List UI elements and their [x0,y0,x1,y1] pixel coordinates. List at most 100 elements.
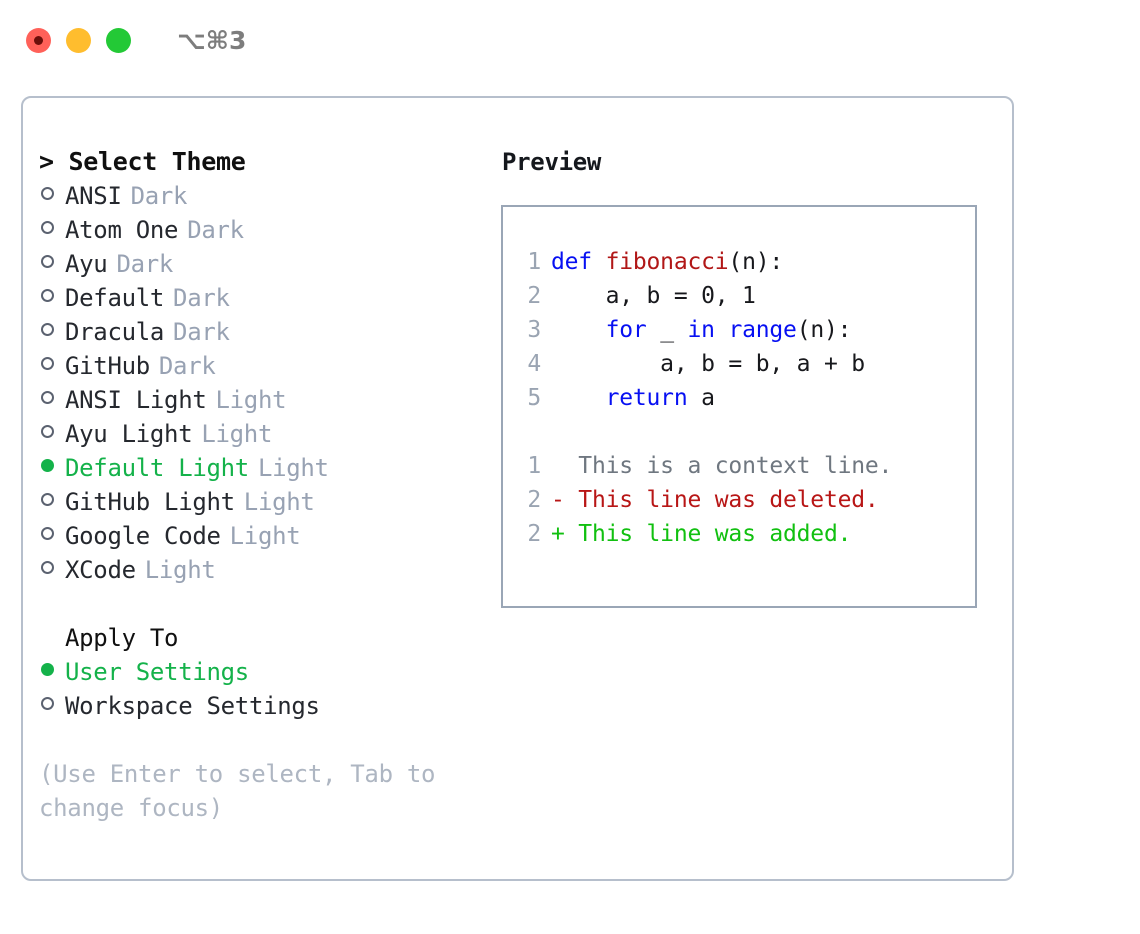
theme-option-label: Google Code [65,522,221,550]
diff-line: 1 This is a context line. [515,449,975,483]
close-button[interactable] [26,27,51,53]
theme-variant-tag: Light [257,454,329,482]
code-token: fibonacci [605,249,729,275]
radio-dot [41,425,54,438]
line-number: 5 [527,385,541,411]
radio-dot [41,459,54,472]
theme-variant-tag: Dark [187,216,244,244]
code-token [715,317,729,343]
apply-to-option[interactable]: Workspace Settings [39,689,501,723]
code-token: def [551,249,606,275]
theme-variant-tag: Dark [173,284,230,312]
theme-option-label: Default [65,284,165,312]
code-diff-gap [515,415,975,449]
theme-option[interactable]: Dracula Dark [39,315,501,349]
theme-option[interactable]: Ayu Light Light [39,417,501,451]
theme-option[interactable]: ANSI Light Light [39,383,501,417]
theme-option[interactable]: Default Dark [39,281,501,315]
theme-option[interactable]: Atom One Dark [39,213,501,247]
diff-marker: + [551,521,579,547]
theme-option-label: Default Light [65,454,249,482]
radio-dot [41,255,54,268]
theme-option-label: Dracula [65,318,165,346]
theme-option-label: Ayu Light [65,420,193,448]
theme-option-label: XCode [65,556,136,584]
radio-dot [41,357,54,370]
code-token: (n): [796,317,852,343]
keyboard-hint: (Use Enter to select, Tab to change focus… [39,757,449,825]
hint-line: change focus) [39,794,223,822]
theme-variant-tag: Light [243,488,315,516]
radio-dot [41,391,54,404]
window-controls [26,27,131,53]
code-token [551,317,606,343]
hint-line: (Use Enter to select, Tab to [39,760,436,788]
apply-to-option[interactable]: User Settings [39,655,501,689]
theme-option-label: ANSI [65,182,122,210]
keyboard-shortcut-label: ⌥⌘3 [177,25,247,55]
page-title: > Select Theme [39,147,246,176]
hint-gap [39,723,501,757]
theme-option[interactable]: Ayu Dark [39,247,501,281]
theme-variant-tag: Dark [173,318,230,346]
apply-to-option-label: User Settings [65,658,249,686]
line-number: 2 [527,283,541,309]
code-line: 1 def fibonacci(n): [515,245,975,279]
theme-option[interactable]: XCode Light [39,553,501,587]
line-number: 1 [527,249,541,275]
radio-dot [41,697,54,710]
diff-marker [551,453,578,479]
diff-sample: 1 This is a context line.2- This line wa… [515,449,975,551]
diff-line: 2- This line was deleted. [515,483,975,517]
diff-text: This line was deleted. [578,487,879,513]
code-token: a, b = b, a + b [551,351,865,377]
theme-variant-tag: Dark [116,250,174,278]
code-token: return [605,385,688,411]
theme-option-label: Ayu [65,250,108,278]
radio-dot [41,187,54,200]
theme-option-label: Atom One [65,216,179,244]
code-token: a [687,385,715,411]
theme-option-label: GitHub Light [65,488,235,516]
radio-dot [41,493,54,506]
code-token: (n): [728,249,784,275]
theme-option[interactable]: Default Light Light [39,451,501,485]
list-gap [39,587,501,621]
radio-dot [41,323,54,336]
theme-option[interactable]: GitHub Light Light [39,485,501,519]
code-token: for [605,317,647,343]
theme-variant-tag: Light [215,386,287,414]
radio-dot [41,527,54,540]
apply-to-heading: Apply To [65,624,179,652]
theme-variant-tag: Light [201,420,273,448]
theme-option-label: ANSI Light [65,386,207,414]
code-token: in [687,317,715,343]
code-token: a, b = 0, 1 [551,283,756,309]
diff-line: 2+ This line was added. [515,517,975,551]
code-token [551,385,606,411]
maximize-button[interactable] [106,27,131,53]
apply-to-option-label: Workspace Settings [65,692,320,720]
code-token: range [728,317,797,343]
code-line: 4 a, b = b, a + b [515,347,975,381]
radio-dot [41,289,54,302]
diff-text: This line was added. [578,521,852,547]
preview-title: Preview [502,148,602,176]
code-line: 2 a, b = 0, 1 [515,279,975,313]
code-token: _ [646,317,688,343]
minimize-button[interactable] [66,27,91,53]
theme-variant-tag: Light [144,556,216,584]
code-line: 5 return a [515,381,975,415]
line-number: 4 [527,351,541,377]
radio-dot [41,221,54,234]
radio-dot [41,561,54,574]
